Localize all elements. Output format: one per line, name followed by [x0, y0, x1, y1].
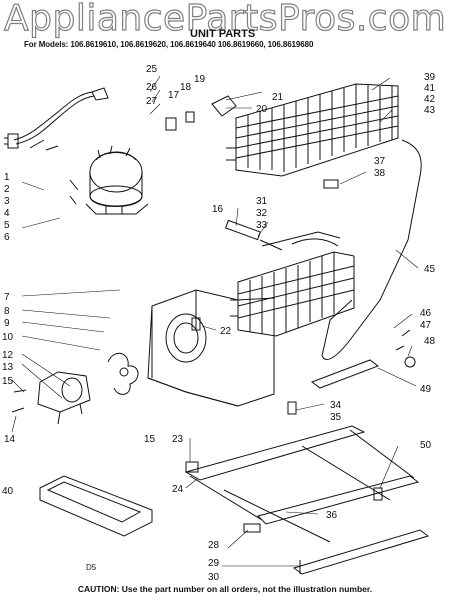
- compressor: [69, 145, 149, 215]
- callout-2: 2: [4, 184, 10, 195]
- callout-48: 48: [424, 336, 436, 347]
- callout-29: 29: [208, 558, 220, 569]
- bracket: [310, 359, 380, 389]
- callout-43: 43: [424, 105, 436, 116]
- callout-3: 3: [4, 196, 10, 207]
- callout-13: 13: [2, 362, 14, 373]
- drier-filter: [225, 219, 283, 251]
- callout-45: 45: [424, 264, 436, 275]
- callout-20: 20: [256, 104, 268, 115]
- callout-37: 37: [374, 156, 386, 167]
- callout-27: 27: [146, 96, 158, 107]
- callout-numbers: 1 2 3 4 5 6 7 8 9 10 12 13 15 14 40 15 1…: [2, 64, 436, 583]
- callout-18: 18: [180, 82, 192, 93]
- caution-note: CAUTION: Use the part number on all orde…: [77, 584, 373, 594]
- callout-39: 39: [424, 72, 436, 83]
- callout-42: 42: [424, 94, 436, 105]
- condenser-coil: [226, 83, 399, 177]
- callout-15b: 15: [144, 434, 156, 445]
- callout-50: 50: [420, 440, 432, 451]
- callout-41: 41: [424, 83, 436, 94]
- callout-14: 14: [4, 434, 16, 445]
- callout-23: 23: [172, 434, 184, 445]
- drain-pan: [39, 475, 153, 537]
- callout-25: 25: [146, 64, 158, 75]
- hardware: [165, 95, 416, 533]
- callout-26: 26: [146, 82, 158, 93]
- callout-6: 6: [4, 232, 10, 243]
- diagram-title: UNIT PARTS: [190, 28, 255, 40]
- callout-34: 34: [330, 400, 342, 411]
- base-frame: [184, 425, 430, 575]
- callout-1: 1: [4, 172, 10, 183]
- callout-4: 4: [4, 208, 10, 219]
- callout-22: 22: [220, 326, 232, 337]
- callout-38: 38: [374, 168, 386, 179]
- leader-lines: [11, 75, 419, 567]
- watermark-logo: AppliancePartsPros.com: [3, 0, 447, 40]
- models-line: For Models: 106.8619610, 106.8619620, 10…: [24, 40, 314, 49]
- callout-24: 24: [172, 484, 184, 495]
- callout-33: 33: [256, 220, 268, 231]
- callout-30: 30: [208, 572, 220, 583]
- callout-16: 16: [212, 204, 224, 215]
- diagram-id: D5: [86, 563, 97, 572]
- callout-49: 49: [420, 384, 432, 395]
- callout-47: 47: [420, 320, 432, 331]
- callout-46: 46: [420, 308, 432, 319]
- callout-9: 9: [4, 318, 10, 329]
- callout-8: 8: [4, 306, 10, 317]
- callout-5: 5: [4, 220, 10, 231]
- callout-12: 12: [2, 350, 14, 361]
- callout-28: 28: [208, 540, 220, 551]
- fan-shroud: [147, 289, 275, 407]
- callout-7: 7: [4, 292, 10, 303]
- callout-32: 32: [256, 208, 268, 219]
- callout-21: 21: [272, 92, 284, 103]
- callout-17: 17: [168, 90, 180, 101]
- power-cord: [4, 87, 109, 151]
- callout-10: 10: [2, 332, 14, 343]
- fan-motor: [11, 352, 139, 425]
- refrigerant-tubing: [321, 139, 422, 360]
- callout-31: 31: [256, 196, 268, 207]
- callout-40: 40: [2, 486, 14, 497]
- evaporator-coil: [230, 231, 355, 337]
- callout-36: 36: [326, 510, 338, 521]
- callout-35: 35: [330, 412, 342, 423]
- callout-15a: 15: [2, 376, 14, 387]
- callout-19: 19: [194, 74, 206, 85]
